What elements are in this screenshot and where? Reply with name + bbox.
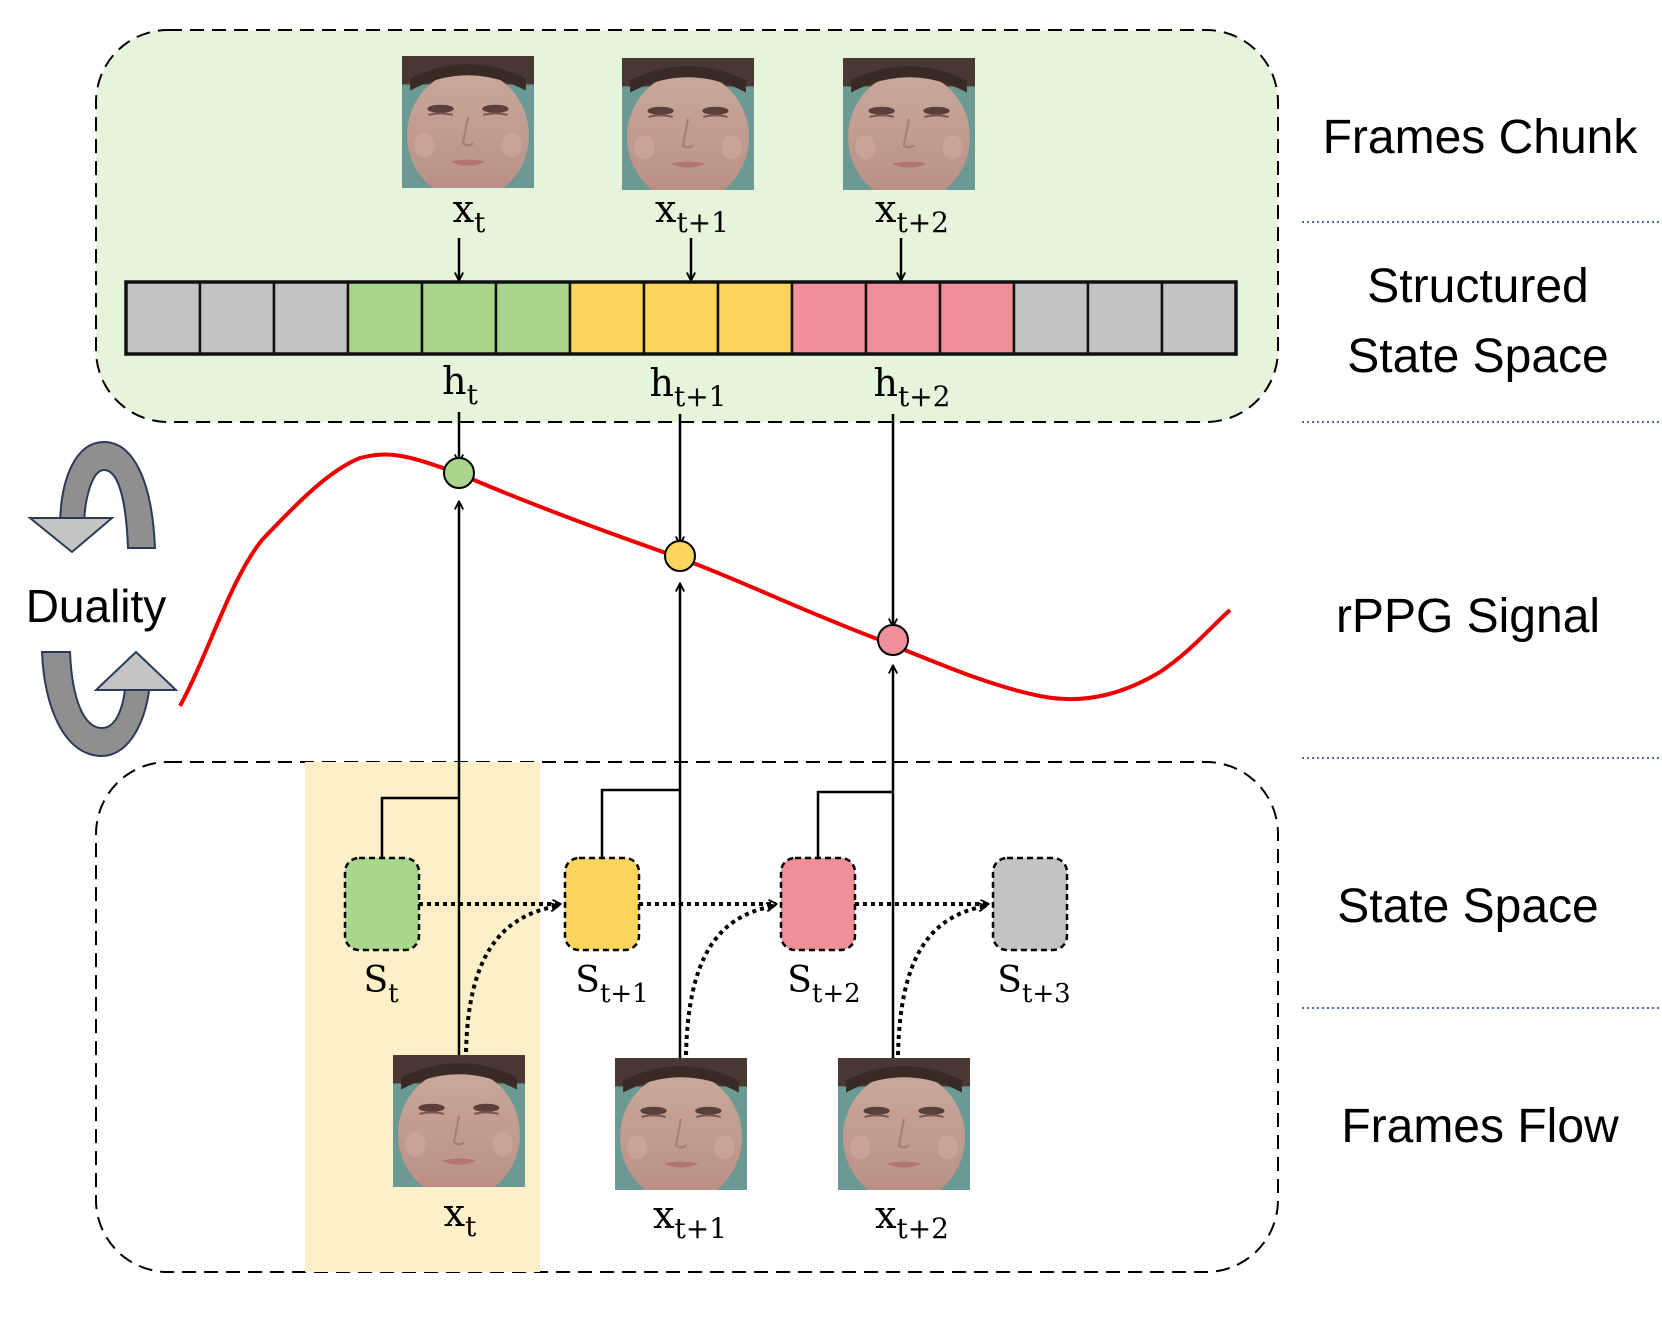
state-label-st-base: S (363, 960, 388, 1001)
state-cell-gray (1086, 280, 1164, 356)
bottom-frame-image-3 (838, 1058, 970, 1190)
label-structured-line2: State Space (1347, 330, 1609, 383)
bottom-frame-label-2-base: x (653, 1193, 674, 1237)
bottom-frame-image-1 (393, 1055, 525, 1187)
top-frame-image-3 (843, 58, 975, 190)
hidden-label-2-sub: t+1 (674, 380, 727, 413)
state-cell-green (346, 280, 424, 356)
state-cell-gray (198, 280, 276, 356)
top-frame-label-3: xt+2 (875, 187, 949, 239)
state-cell-yellow (716, 280, 794, 356)
rppg-signal-curve (178, 452, 1232, 707)
hidden-label-1-sub: t (467, 378, 479, 411)
duality-label: Duality (26, 580, 167, 632)
state-cell-gray (124, 280, 202, 356)
state-label-st1-sub: t+1 (600, 979, 649, 1009)
state-label-st2: St+2 (787, 960, 860, 1009)
top-frame-image-1 (402, 56, 534, 188)
structured-state-cells (124, 280, 1238, 356)
hidden-label-3-base: h (873, 361, 897, 405)
state-cell-pink (790, 280, 868, 356)
hidden-label-3: ht+2 (873, 361, 950, 413)
state-label-st: St (363, 960, 399, 1009)
state-cells-outline (124, 280, 1238, 356)
signal-point-t2 (877, 624, 909, 656)
state-label-st2-base: S (787, 960, 812, 1001)
state-cell-green (494, 280, 572, 356)
state-cell-pink (864, 280, 942, 356)
state-cell-yellow (642, 280, 720, 356)
state-cell-gray (1012, 280, 1090, 356)
state-box-st1 (563, 856, 641, 952)
bottom-frame-label-3: xt+2 (875, 1193, 949, 1245)
duality-cycle-icon (27, 440, 179, 758)
top-frame-label-1-base: x (453, 187, 474, 231)
state-label-st3-base: S (997, 960, 1022, 1001)
top-frame-label-1-sub: t (474, 206, 486, 239)
state-cell-pink (938, 280, 1016, 356)
connector-st1 (600, 788, 680, 858)
label-frames-chunk: Frames Chunk (1323, 111, 1639, 164)
connector-st2 (816, 790, 893, 858)
label-rppg-signal: rPPG Signal (1336, 590, 1600, 643)
bottom-frame-image-2 (615, 1058, 747, 1190)
bottom-frame-label-3-sub: t+2 (896, 1212, 949, 1245)
state-box-st3 (991, 856, 1069, 952)
hidden-label-1: ht (442, 359, 478, 411)
signal-point-t (443, 457, 475, 489)
state-box-st (343, 856, 421, 952)
label-structured-line1: Structured (1367, 260, 1588, 313)
top-frame-label-2: xt+1 (655, 187, 729, 239)
input-curve-xt1 (684, 906, 774, 1056)
hidden-label-2: ht+1 (649, 361, 726, 413)
top-frame-label-2-base: x (655, 187, 676, 231)
signal-point-t1 (664, 540, 696, 572)
state-label-st-sub: t (388, 979, 399, 1009)
top-frame-label-2-sub: t+1 (676, 206, 729, 239)
hidden-label-3-sub: t+2 (898, 380, 951, 413)
top-frame-label-3-sub: t+2 (896, 206, 949, 239)
input-curve-xt (464, 906, 558, 1053)
hidden-label-1-base: h (442, 359, 466, 403)
top-frame-label-1: xt (453, 187, 486, 239)
bottom-frames-group (393, 1055, 970, 1190)
label-state-space: State Space (1337, 880, 1599, 933)
bottom-frame-label-2: xt+1 (653, 1193, 727, 1245)
top-frames-group (402, 56, 975, 190)
label-frames-flow: Frames Flow (1341, 1100, 1619, 1153)
bottom-frame-label-1: xt (444, 1191, 477, 1243)
duality-upper-arrowhead (27, 517, 115, 554)
state-label-st1: St+1 (575, 960, 648, 1009)
state-label-st3-sub: t+3 (1022, 979, 1071, 1009)
state-cell-gray (1160, 280, 1238, 356)
top-frame-image-2 (622, 58, 754, 190)
state-box-st2 (779, 856, 857, 952)
frames-flow-panel (95, 761, 1279, 1273)
connector-st (380, 796, 459, 858)
bottom-frame-label-3-base: x (875, 1193, 896, 1237)
state-label-st1-base: S (575, 960, 600, 1001)
top-frame-label-3-base: x (875, 187, 896, 231)
state-cell-yellow (568, 280, 646, 356)
bottom-frame-label-1-sub: t (465, 1210, 477, 1243)
hidden-label-2-base: h (649, 361, 673, 405)
bottom-frame-label-1-base: x (444, 1191, 465, 1235)
state-label-st2-sub: t+2 (812, 979, 861, 1009)
state-label-st3: St+3 (997, 960, 1070, 1009)
input-curve-xt2 (896, 906, 986, 1056)
state-cell-green (420, 280, 498, 356)
duality-lower-arrowhead (93, 650, 179, 691)
bottom-frame-label-2-sub: t+1 (674, 1212, 727, 1245)
state-cell-gray (272, 280, 350, 356)
current-step-highlight (305, 762, 540, 1272)
